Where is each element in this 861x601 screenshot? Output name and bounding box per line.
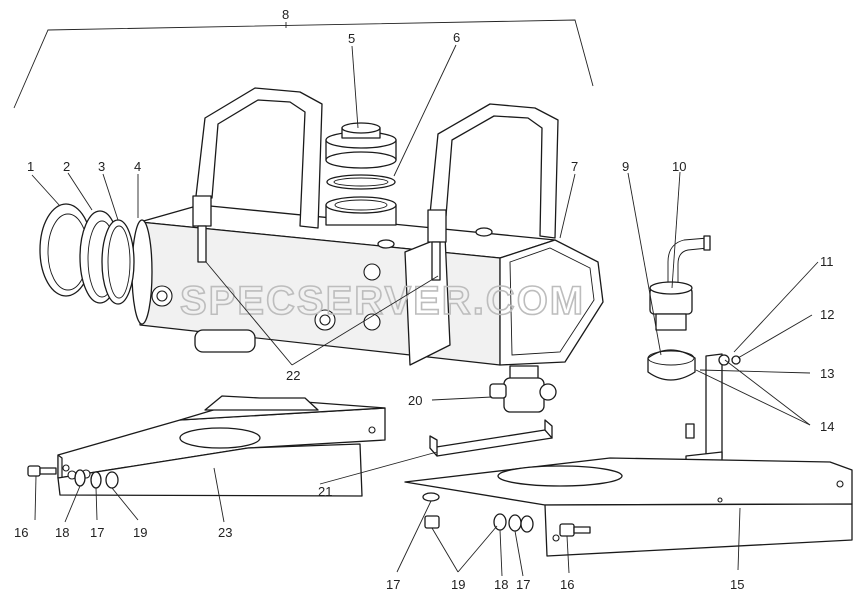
leader-lines [13,19,819,577]
bolt-13-nut-12 [685,354,741,439]
callout-20: 20 [408,393,422,408]
callout-22: 21 [318,484,332,499]
callout-10: 10 [672,159,686,174]
callout-17-right: 17 [516,577,530,592]
callout-18-bottom: 18 [494,577,508,592]
callout-16-right: 16 [560,577,574,592]
filler-cap-5 [325,122,397,169]
valve-20 [489,365,557,413]
mounting-strap-right [427,103,559,281]
callout-3: 3 [98,159,105,174]
washer-18-left [74,469,86,487]
washer-17-top [422,492,440,502]
callout-9: 9 [622,159,629,174]
gasket-3 [101,219,135,305]
callout-13: 13 [820,366,834,381]
callout-16-left: 16 [14,525,28,540]
callout-23: 23 [218,525,232,540]
pipe-fitting-10 [649,235,711,331]
callout-labels: 8 1 2 3 4 5 6 7 9 10 11 12 13 14 22 20 2… [14,7,834,592]
bracket-15 [404,457,853,557]
callout-19-bottom: 19 [451,577,465,592]
callout-15: 15 [730,577,744,592]
callout-17-left: 17 [90,525,104,540]
callout-7: 7 [571,159,578,174]
bracket-23 [57,395,386,497]
callout-12: 12 [820,307,834,322]
callout-17-bottom: 17 [386,577,400,592]
callout-1: 1 [27,159,34,174]
nut-19-right [424,515,534,533]
washer-17-right [508,514,522,532]
bolt-16-left [27,465,57,477]
callout-6: 6 [453,30,460,45]
washer-17-left [90,471,102,489]
callout-21: 22 [286,368,300,383]
clamp-9 [647,349,696,381]
callout-5: 5 [348,31,355,46]
ring-1 [39,203,93,297]
callout-2: 2 [63,159,70,174]
callout-14: 14 [820,419,834,434]
callout-18-left: 18 [55,525,69,540]
callout-8: 8 [282,7,289,22]
mounting-strap-left [192,87,323,263]
bolt-16-right [559,523,591,537]
callout-4: 4 [134,159,141,174]
seal-ring-6 [326,174,396,190]
callout-11: 11 [820,254,834,269]
callout-19-left: 19 [133,525,147,540]
watermark-text: SPECSERVER.COM [180,279,585,323]
nut-19-left [105,471,119,489]
support-bracket-22 [429,419,553,457]
silencer-body [131,204,604,366]
neck-flange [325,196,397,226]
